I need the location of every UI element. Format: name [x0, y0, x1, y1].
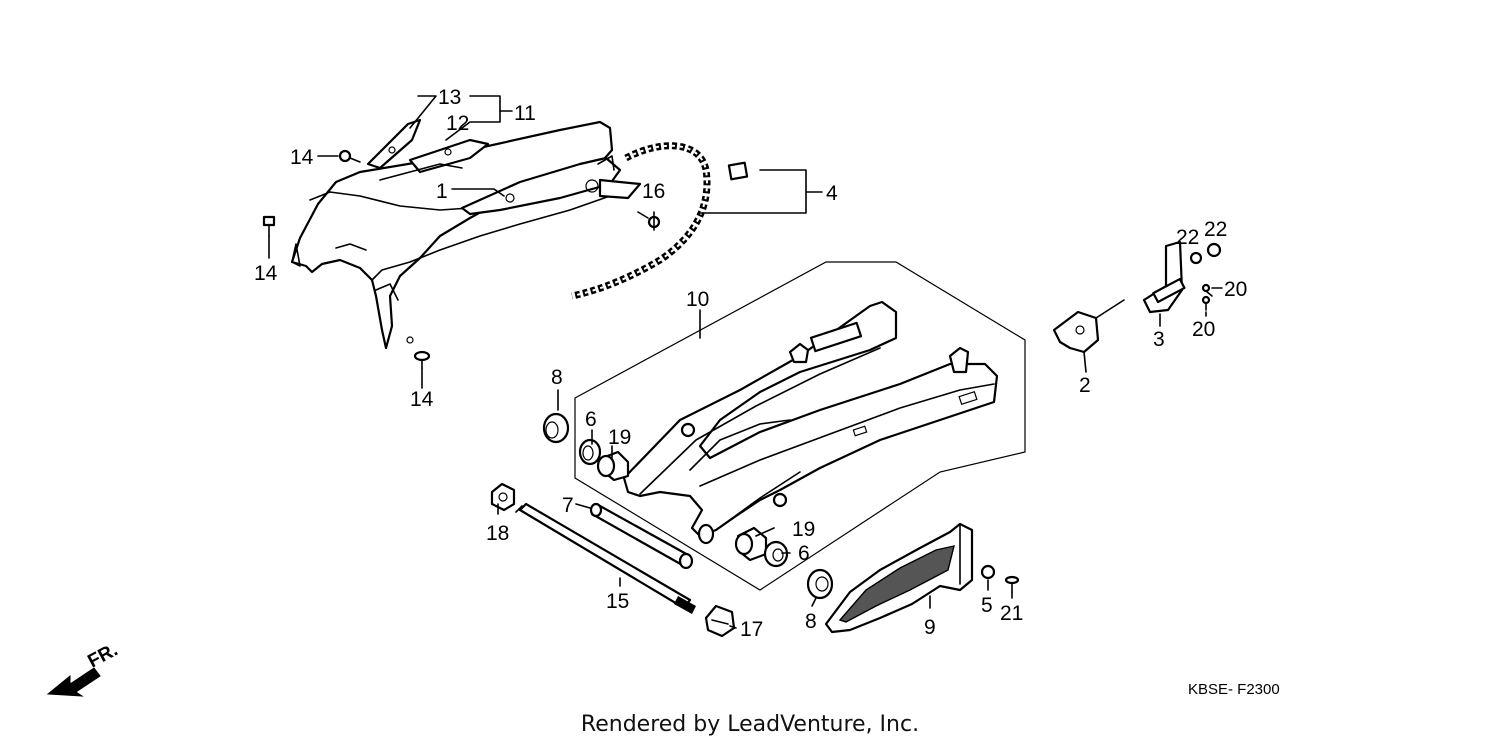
- bushing-6-left: [578, 438, 602, 466]
- callout-12: 12: [446, 112, 469, 135]
- pivot-bolt-15: [515, 502, 696, 614]
- callout-14-upper: 14: [290, 146, 314, 169]
- callout-19-right: 19: [792, 518, 815, 541]
- callout-17: 17: [740, 618, 763, 641]
- callout-19-left: 19: [608, 426, 631, 449]
- nut-22-a: [1189, 251, 1203, 265]
- bolt-14-lower: [413, 350, 431, 369]
- callout-20-a: 20: [1224, 278, 1247, 301]
- dust-seal-8-left: [542, 412, 570, 444]
- callout-labels: 13 11 12 14 1 16 4 14 14 10 8 6 19 7 18 …: [254, 86, 1247, 641]
- callout-20-b: 20: [1192, 318, 1215, 341]
- bolt-14-upper: [338, 149, 361, 163]
- callout-1: 1: [436, 180, 448, 203]
- leader-lines: [268, 95, 1223, 629]
- drive-chain: [571, 142, 749, 300]
- callout-4: 4: [826, 182, 838, 205]
- callout-14-left: 14: [254, 262, 278, 285]
- callout-10: 10: [686, 288, 709, 311]
- callout-22-a: 22: [1176, 226, 1199, 249]
- callout-21: 21: [1000, 602, 1023, 625]
- bracket-12-13: [366, 118, 490, 181]
- front-direction-label: FR.: [84, 640, 121, 673]
- swingarm-group-outline: [574, 261, 1026, 591]
- callout-9: 9: [924, 616, 936, 639]
- bushing-6-right: [763, 540, 789, 568]
- bolt-14-left: [262, 215, 276, 237]
- callout-2: 2: [1079, 374, 1091, 397]
- callout-6-right: 6: [798, 542, 810, 565]
- screw-21: [1004, 575, 1020, 593]
- callout-15: 15: [606, 590, 629, 613]
- render-credit: Rendered by LeadVenture, Inc.: [580, 712, 920, 737]
- callout-14-lower: 14: [410, 388, 434, 411]
- callout-5: 5: [981, 594, 993, 617]
- chain-adjuster-2: [1052, 299, 1125, 354]
- bearing-19-left: [596, 450, 630, 482]
- callout-7: 7: [562, 494, 574, 517]
- rear-fender-assembly: [290, 120, 642, 350]
- swingarm: [622, 300, 999, 545]
- bolt-20-b: [1201, 295, 1211, 311]
- pivot-collar-7: [589, 502, 694, 570]
- dust-seal-8-right: [806, 568, 834, 600]
- nut-5: [980, 564, 996, 580]
- callout-11: 11: [514, 102, 536, 125]
- bolt-16: [637, 211, 661, 229]
- diagram-code: KBSE- F2300: [1188, 681, 1280, 698]
- callout-3: 3: [1153, 328, 1165, 351]
- chain-slider-9: [824, 522, 974, 634]
- callout-22-b: 22: [1204, 218, 1227, 241]
- bolt-20-a: [1201, 283, 1213, 297]
- callout-6-left: 6: [585, 408, 597, 431]
- nut-22-b: [1206, 242, 1222, 258]
- callout-8-right: 8: [805, 610, 817, 633]
- adjuster-plate-3: [1142, 240, 1186, 314]
- callout-18: 18: [486, 522, 509, 545]
- callout-13: 13: [438, 86, 461, 109]
- front-direction-arrow: FR.: [46, 640, 121, 697]
- nut-17: [704, 604, 736, 638]
- callout-16: 16: [642, 180, 665, 203]
- callout-8-left: 8: [551, 366, 563, 389]
- cap-nut-18: [490, 482, 516, 512]
